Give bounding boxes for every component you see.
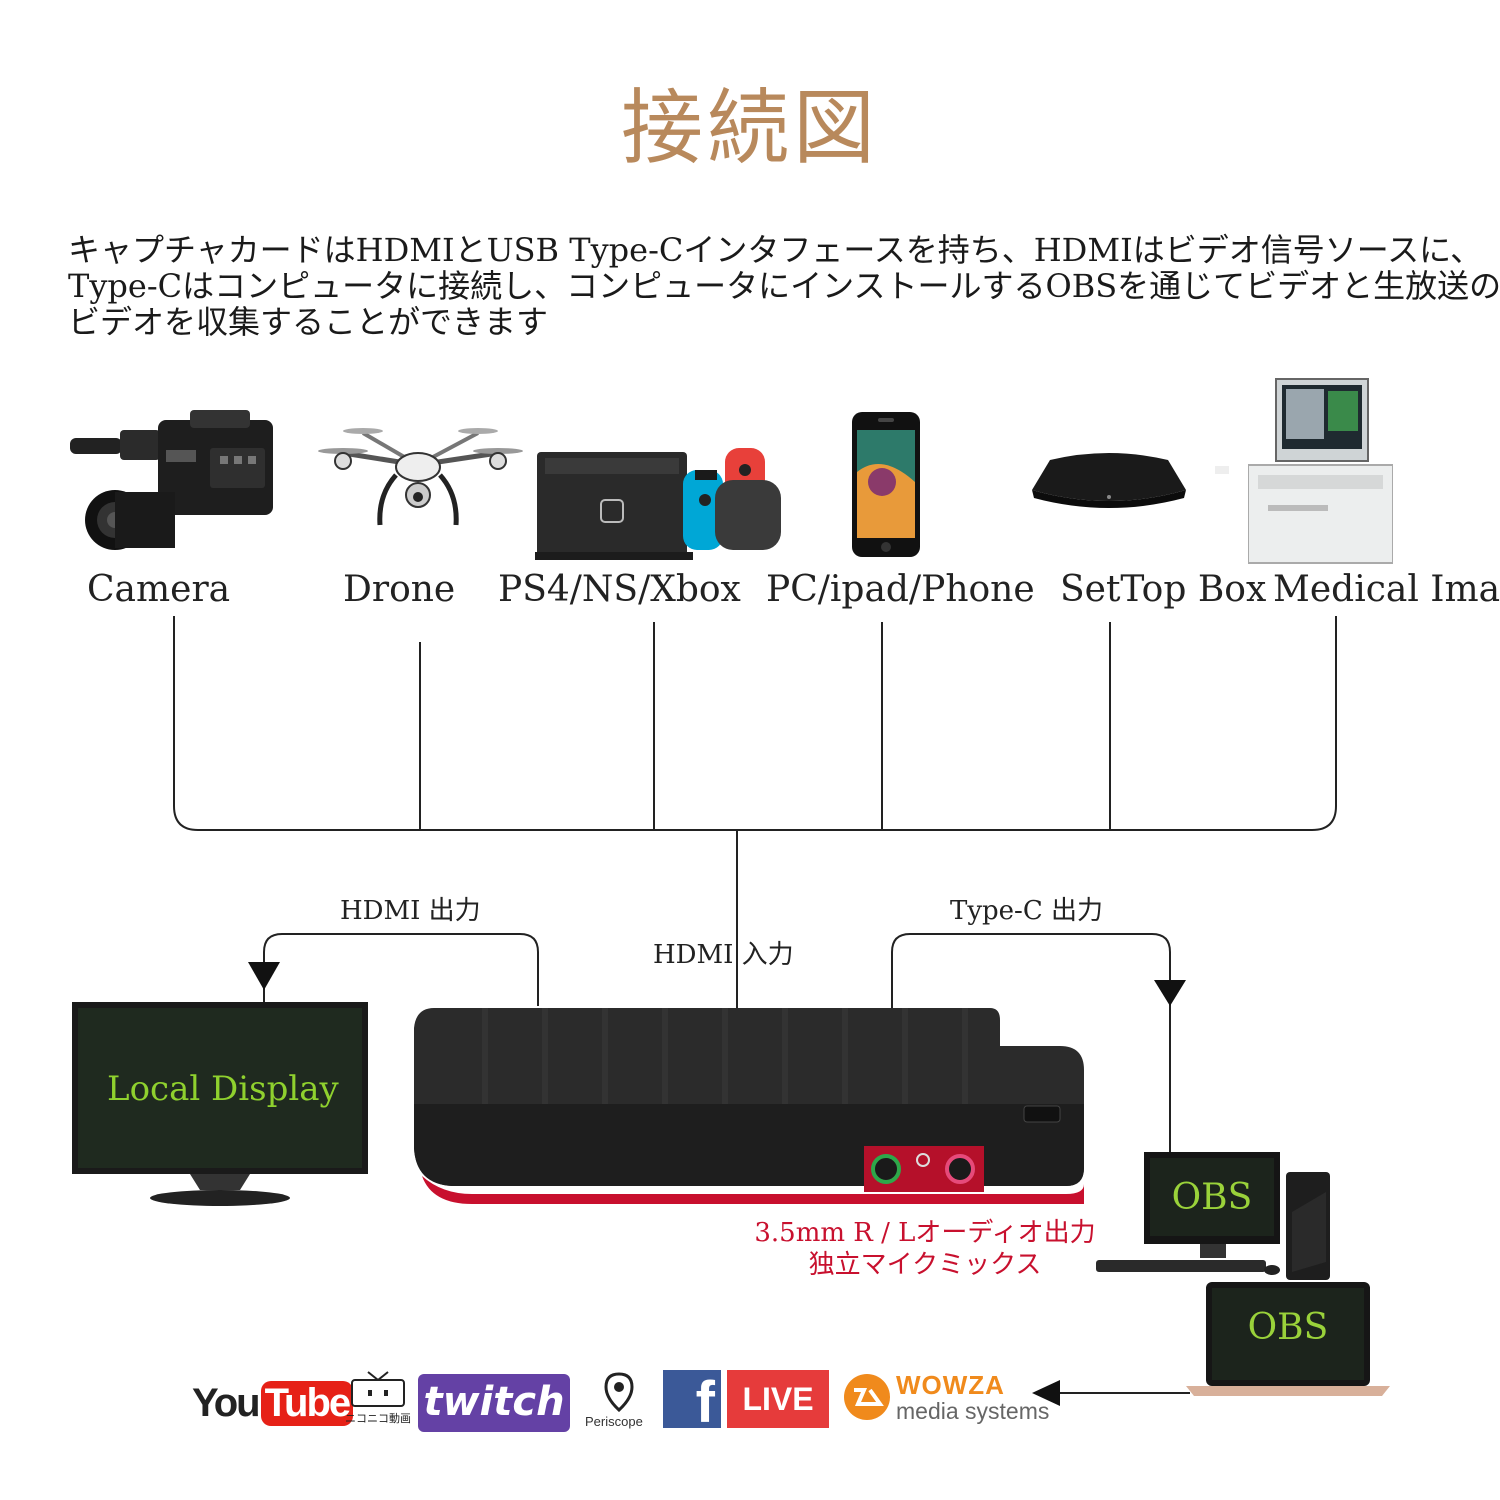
wowza-logo-icon: [842, 1372, 892, 1422]
niconico-tv-icon: [348, 1370, 408, 1408]
wowza-text: WOWZA: [896, 1370, 1005, 1401]
niconico-text: ニコニコ動画: [336, 1410, 420, 1426]
mic-mix-label: 独立マイクミックス: [710, 1250, 1140, 1280]
periscope-pin-icon: [604, 1372, 634, 1412]
typec-output-label: Type-C 出力: [950, 898, 1103, 924]
capture-card-icon: [412, 1008, 1087, 1206]
hdmi-output-label: HDMI 出力: [340, 898, 481, 924]
youtube-logo: You Tube: [192, 1378, 353, 1428]
youtube-text: You: [192, 1381, 259, 1426]
periscope-text: Periscope: [585, 1414, 643, 1429]
facebook-logo: f: [663, 1370, 721, 1428]
desktop-computer-icon: [1096, 1152, 1336, 1284]
twitch-logo: twitch: [418, 1374, 570, 1432]
wowza-subtext: media systems: [896, 1398, 1049, 1425]
obs-laptop-text: OBS: [1212, 1310, 1364, 1346]
audio-output-label: 3.5mm R / Lオーディオ出力: [710, 1218, 1140, 1248]
obs-desktop-text: OBS: [1150, 1180, 1274, 1216]
local-display-text: Local Display: [107, 1072, 339, 1106]
live-badge: LIVE: [727, 1370, 829, 1428]
hdmi-input-label: HDMI 入力: [653, 942, 794, 968]
